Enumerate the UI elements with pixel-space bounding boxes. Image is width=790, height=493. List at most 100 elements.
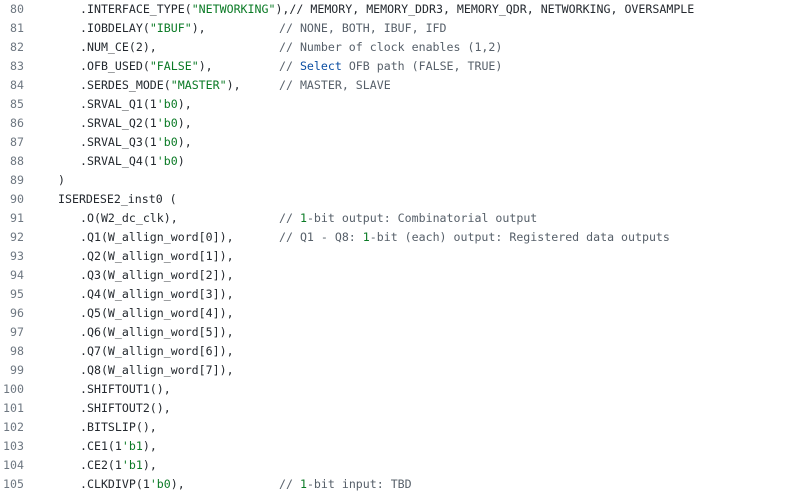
code-token: .Q8(W_allign_word[7]), (80, 363, 234, 377)
line-number[interactable]: 84 (10, 78, 24, 92)
line-number[interactable]: 99 (10, 363, 24, 377)
code-line[interactable]: 97 .Q6(W_allign_word[5]), (0, 323, 790, 342)
comment-token: -bit (each) output: Registered data outp… (369, 230, 670, 244)
code-line[interactable]: 89) (0, 171, 790, 190)
code-line[interactable]: 105.CLKDIVP(1'b0),// 1-bit input: TBD (0, 475, 790, 493)
line-number[interactable]: 92 (10, 230, 24, 244)
code-line[interactable]: 88 .SRVAL_Q4(1'b0) (0, 152, 790, 171)
line-number[interactable]: 95 (10, 287, 24, 301)
comment-token: Select (299, 59, 342, 73)
line-number[interactable]: 81 (10, 21, 24, 35)
code-line[interactable]: 103 .CE1(1'b1), (0, 437, 790, 456)
code-token: .Q4(W_allign_word[3]), (80, 287, 234, 301)
code-token: .SRVAL_Q2(1 (80, 116, 157, 130)
code-line[interactable]: 96 .Q5(W_allign_word[4]), (0, 304, 790, 323)
code-token: .SERDES_MODE( (80, 78, 171, 92)
line-code: .Q4(W_allign_word[3]), (80, 285, 234, 304)
line-code: .Q1(W_allign_word[0]), (80, 228, 234, 247)
code-token: 'b0 (156, 135, 178, 149)
comment-token: // Number of clock enables (1,2) (279, 40, 503, 54)
code-line[interactable]: 101 .SHIFTOUT2(), (0, 399, 790, 418)
code-token: .Q6(W_allign_word[5]), (80, 325, 234, 339)
comment-token: -bit output: Combinatorial output (306, 211, 538, 225)
code-line[interactable]: 95 .Q4(W_allign_word[3]), (0, 285, 790, 304)
code-token: "NETWORKING" (191, 2, 276, 16)
line-code: .CLKDIVP(1'b0), (80, 475, 185, 493)
comment-token: // NONE, BOTH, IBUF, IFD (279, 21, 447, 35)
line-number[interactable]: 83 (10, 59, 24, 73)
line-comment: // 1-bit output: Combinatorial output (279, 209, 537, 228)
code-line[interactable]: 91 .O(W2_dc_clk), // 1-bit output: Combina… (0, 209, 790, 228)
line-number[interactable]: 97 (10, 325, 24, 339)
code-line[interactable]: 90 ISERDESE2_inst0 ( (0, 190, 790, 209)
code-line[interactable]: 104 .CE2(1'b1), (0, 456, 790, 475)
code-token: .O(W2_dc_clk), (80, 211, 178, 225)
code-line[interactable]: 85.SRVAL_Q1(1'b0), (0, 95, 790, 114)
line-number[interactable]: 90 (10, 192, 24, 206)
line-code: .Q3(W_allign_word[2]), (80, 266, 234, 285)
line-code: ISERDESE2_inst0 ( (58, 190, 177, 209)
code-line[interactable]: 98.Q7(W_allign_word[6]), (0, 342, 790, 361)
line-code: .CE1(1'b1), (80, 437, 157, 456)
code-token: .SHIFTOUT1(), (80, 382, 171, 396)
code-line[interactable]: 92 .Q1(W_allign_word[0]), // Q1 - Q8: 1-bi… (0, 228, 790, 247)
line-number[interactable]: 85 (10, 97, 24, 111)
line-number[interactable]: 98 (10, 344, 24, 358)
code-token: .SRVAL_Q1(1 (80, 97, 157, 111)
line-number[interactable]: 80 (10, 2, 24, 16)
line-code: .Q5(W_allign_word[4]), (80, 304, 234, 323)
line-number[interactable]: 103 (3, 439, 24, 453)
code-token: ), (198, 59, 213, 73)
code-line[interactable]: 80 .INTERFACE_TYPE("NETWORKING"),// MEMOR… (0, 0, 790, 19)
code-token: "MASTER" (170, 78, 227, 92)
line-number[interactable]: 96 (10, 306, 24, 320)
code-line[interactable]: 84.SERDES_MODE("MASTER"),// MASTER, SLAV… (0, 76, 790, 95)
comment-token: 1 (299, 477, 307, 491)
code-line[interactable]: 86.SRVAL_Q2(1'b0), (0, 114, 790, 133)
line-number[interactable]: 82 (10, 40, 24, 54)
code-line[interactable]: 83.OFB_USED("FALSE"),// Select OFB path … (0, 57, 790, 76)
line-comment: // NONE, BOTH, IBUF, IFD (279, 19, 447, 38)
line-code: .INTERFACE_TYPE("NETWORKING"),// MEMORY,… (80, 0, 694, 19)
line-comment: // Q1 - Q8: 1-bit (each) output: Registe… (279, 228, 670, 247)
line-number[interactable]: 93 (10, 249, 24, 263)
code-token: 'b1 (121, 439, 143, 453)
code-token: 'b0 (156, 154, 178, 168)
line-code: .CE2(1'b1), (80, 456, 157, 475)
code-line[interactable]: 100 .SHIFTOUT1(), (0, 380, 790, 399)
comment-token: OFB path (FALSE, TRUE) (341, 59, 503, 73)
line-number[interactable]: 91 (10, 211, 24, 225)
line-code: .Q8(W_allign_word[7]), (80, 361, 234, 380)
line-number[interactable]: 94 (10, 268, 24, 282)
line-number[interactable]: 101 (3, 401, 24, 415)
code-line[interactable]: 99 .Q8(W_allign_word[7]), (0, 361, 790, 380)
code-token: .OFB_USED( (80, 59, 150, 73)
line-number[interactable]: 86 (10, 116, 24, 130)
code-token: 'b1 (121, 458, 143, 472)
code-line[interactable]: 87 .SRVAL_Q3(1'b0), (0, 133, 790, 152)
line-comment: // Number of clock enables (1,2) (279, 38, 502, 57)
code-line[interactable]: 94 .Q3(W_allign_word[2]), (0, 266, 790, 285)
line-number[interactable]: 100 (3, 382, 24, 396)
code-line[interactable]: 81.IOBDELAY("IBUF"),// NONE, BOTH, IBUF,… (0, 19, 790, 38)
line-number[interactable]: 89 (10, 173, 24, 187)
code-line[interactable]: 93.Q2(W_allign_word[1]), (0, 247, 790, 266)
code-token: .SRVAL_Q4(1 (80, 154, 157, 168)
code-token: ) (177, 154, 185, 168)
code-token: .SHIFTOUT2(), (80, 401, 171, 415)
code-token: .Q3(W_allign_word[2]), (80, 268, 234, 282)
code-token: ), (177, 97, 192, 111)
code-line[interactable]: 82.NUM_CE(2),// Number of clock enables … (0, 38, 790, 57)
line-code: .OFB_USED("FALSE"), (80, 57, 213, 76)
line-number[interactable]: 87 (10, 135, 24, 149)
line-code: .SRVAL_Q3(1'b0), (80, 133, 192, 152)
line-number[interactable]: 102 (3, 420, 24, 434)
line-number[interactable]: 88 (10, 154, 24, 168)
code-token: .IOBDELAY( (80, 21, 150, 35)
line-code: .BITSLIP(), (80, 418, 157, 437)
line-number[interactable]: 104 (3, 458, 24, 472)
line-number[interactable]: 105 (3, 477, 24, 491)
code-line[interactable]: 102 .BITSLIP(), (0, 418, 790, 437)
